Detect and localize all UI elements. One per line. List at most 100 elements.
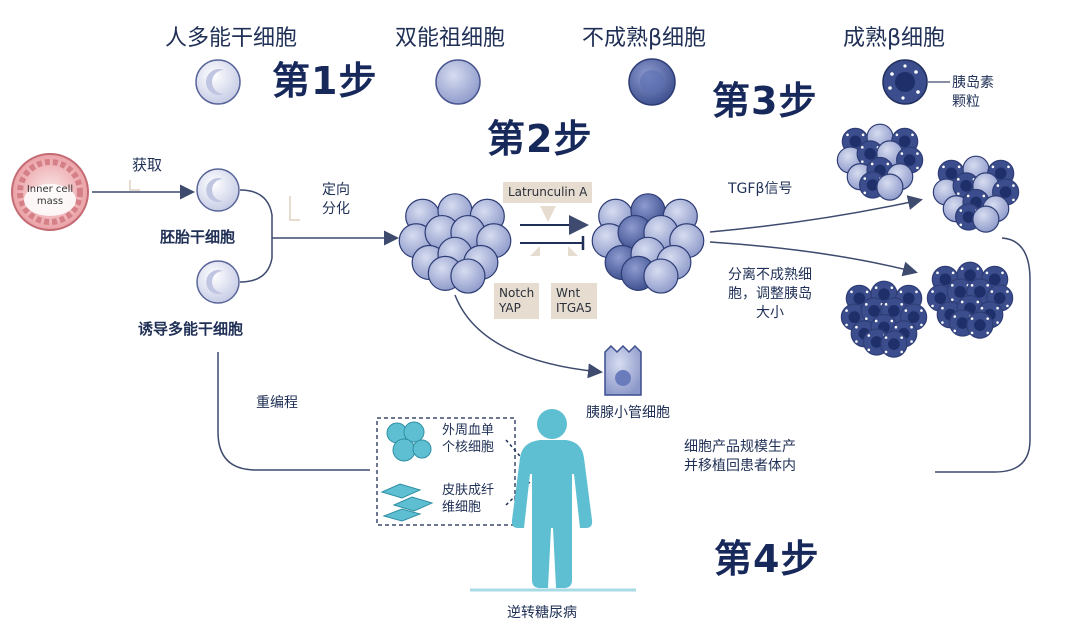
- insulin-granule: [845, 323, 848, 327]
- insulin-granule: [991, 165, 995, 169]
- insulin-granule: [941, 306, 944, 310]
- wnt-itga5-box: Wnt ITGA5: [551, 283, 598, 319]
- inner-cell-mass-label: Inner cell mass: [26, 184, 74, 208]
- insulin-granule: [951, 298, 954, 301]
- insulin-granule: [1006, 304, 1009, 308]
- notch-label: Notch: [499, 286, 535, 300]
- insulin-granule: [976, 300, 980, 304]
- cluster-cell-nucleus: [954, 285, 966, 298]
- bipotent-cell-icon: [435, 59, 481, 105]
- insulin-granule: [970, 284, 974, 287]
- insulin-granule: [867, 348, 871, 352]
- insulin-granule: [996, 321, 999, 324]
- insulin-granule: [957, 192, 960, 195]
- cluster-cell-nucleus: [974, 285, 986, 298]
- pluripotent-cell-icon: [195, 59, 241, 105]
- insulin-granule: [960, 267, 964, 271]
- insulin-granule: [915, 290, 918, 294]
- insulin-granule: [900, 303, 903, 306]
- fibroblast-icon: [380, 483, 434, 522]
- insulin-granule: [986, 284, 989, 287]
- insulin-granule: [959, 209, 963, 212]
- mature-islet-cluster-4-icon: [926, 261, 1014, 339]
- insulin-granule: [1001, 271, 1004, 275]
- cluster-cell: [972, 205, 1000, 233]
- cluster-cell-nucleus: [902, 292, 915, 305]
- wnt-label: Wnt: [556, 286, 581, 300]
- cluster-cell-nucleus: [939, 273, 952, 286]
- cluster-cell-nucleus: [866, 179, 879, 191]
- insulin-granule: [863, 177, 867, 180]
- cluster-cell-nucleus: [964, 269, 976, 282]
- inner-cell-mass-icon: [11, 153, 89, 231]
- stage-mature-beta-label: 成熟β细胞: [843, 26, 946, 51]
- yap-label: YAP: [499, 301, 521, 315]
- pbmc-icon: [386, 421, 432, 462]
- insulin-granule: [985, 271, 989, 275]
- separate-line2: 胞，调整胰岛: [728, 286, 812, 302]
- insulin-granule: [916, 166, 919, 170]
- cluster-cell-nucleus: [956, 317, 969, 329]
- cluster-cell-nucleus: [864, 147, 876, 160]
- reprogramming-line: [217, 352, 370, 471]
- stage-bipotent-label: 双能祖细胞: [395, 26, 506, 51]
- latrunculin-box: Latrunculin A: [503, 182, 593, 203]
- cluster-cell-nucleus: [878, 288, 890, 301]
- fibroblast-line1: 皮肤成纤: [442, 483, 495, 498]
- insulin-granule: [904, 309, 908, 312]
- step-4-label: 第4步: [714, 537, 820, 581]
- tgfb-label: TGFβ信号: [728, 181, 793, 197]
- insulin-granule: [884, 350, 888, 354]
- itga5-label: ITGA5: [556, 301, 593, 315]
- insulin-granule: [886, 162, 890, 166]
- cluster-cell-nucleus: [962, 211, 975, 223]
- pbmc-line2: 个核细胞: [442, 440, 495, 455]
- insulin-granule: [910, 340, 913, 343]
- progenitor-cluster-icon: [398, 193, 512, 294]
- return-line: [935, 237, 1031, 473]
- insulin-granule: [850, 290, 853, 294]
- insulin-granule: [959, 223, 963, 227]
- insulin-granule: [865, 317, 868, 320]
- reverse-diabetes-label: 逆转糖尿病: [507, 605, 577, 621]
- insulin-granule: [884, 303, 888, 306]
- insulin-granule: [900, 336, 903, 339]
- cluster-cell-nucleus: [898, 135, 911, 148]
- insulin-granule: [931, 304, 934, 308]
- pbmc-line1: 外周血单: [442, 423, 495, 438]
- insulin-granule: [855, 325, 858, 329]
- insulin-granule: [951, 271, 955, 275]
- cluster-cell-nucleus: [868, 304, 880, 317]
- insulin-granule: [953, 329, 957, 333]
- insulin-granule: [895, 133, 899, 137]
- insulin-granule: [1007, 165, 1010, 169]
- cluster-cell-nucleus: [960, 179, 972, 192]
- insulin-granule: [970, 317, 974, 320]
- insulin-granule: [874, 286, 878, 290]
- cluster-cell-nucleus: [994, 167, 1007, 180]
- insulin-granule: [990, 290, 994, 293]
- insulin-granule: [845, 309, 848, 312]
- notch-yap-box: Notch YAP: [494, 283, 540, 319]
- insulin-granule: [920, 323, 923, 327]
- mature-islet-cluster-1-icon: [836, 123, 924, 201]
- pbmc-pointer: [505, 439, 533, 471]
- cluster-cell: [876, 173, 904, 201]
- ipsc-label: 诱导多能干细胞: [138, 320, 244, 338]
- cluster-cell-nucleus: [888, 304, 900, 317]
- cluster-cell-nucleus: [934, 292, 947, 304]
- cluster-cell-nucleus: [974, 319, 986, 331]
- insulin-granule: [920, 309, 923, 312]
- insulin-granule: [911, 133, 914, 137]
- ductal-arrow: [454, 294, 603, 379]
- mature-islet-cluster-3-icon: [840, 280, 928, 358]
- insulin-granule: [980, 306, 984, 310]
- notch-pointer: [530, 246, 540, 256]
- directed-line2: 分化: [322, 201, 350, 217]
- insulin-granule: [899, 290, 903, 294]
- insulin-granule: [960, 300, 964, 304]
- ipsc-cell-icon: [196, 260, 240, 304]
- cluster-cell-nucleus: [907, 311, 920, 323]
- insulin-granule: [996, 306, 999, 310]
